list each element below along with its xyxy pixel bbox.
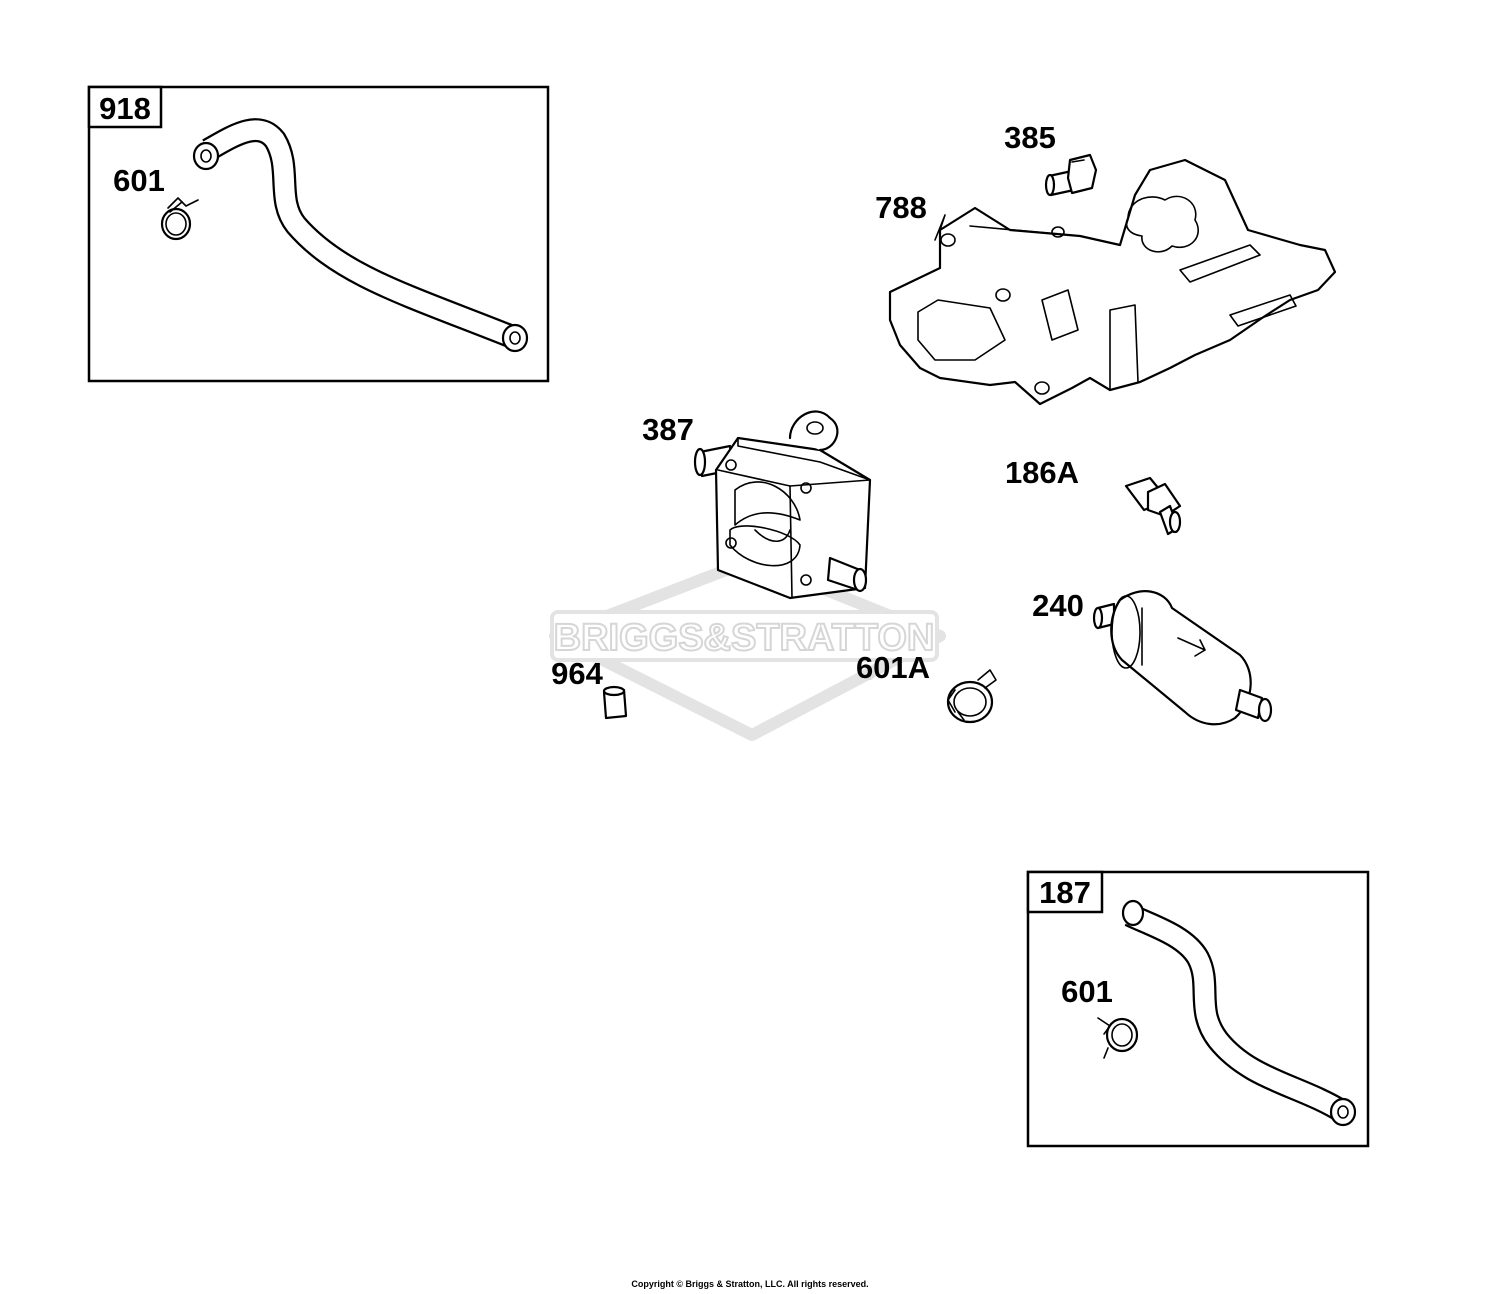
hose-clamp-601-187 [1097, 1017, 1139, 1059]
label-788: 788 [875, 190, 927, 225]
fitting-186A [1124, 476, 1182, 536]
fuel-filter-240 [1092, 590, 1273, 726]
label-601-box187: 601 [1061, 974, 1113, 1009]
watermark-text: BRIGGS&STRATTON [554, 617, 935, 659]
box-label-918: 918 [99, 91, 151, 126]
inset-box-918: 918 [87, 85, 550, 383]
inset-box-187: 187 [1026, 870, 1370, 1148]
fuel-hose-187 [1121, 899, 1357, 1127]
label-964: 964 [551, 656, 603, 691]
label-601A: 601A [856, 650, 930, 685]
hose-clamp-601A [946, 669, 997, 724]
sleeve-964 [602, 685, 628, 720]
label-387: 387 [642, 412, 694, 447]
briggs-stratton-watermark: BRIGGS&STRATTON ® [549, 554, 946, 741]
copyright-footer: Copyright © Briggs & Stratton, LLC. All … [631, 1279, 869, 1289]
fuel-hose-918 [192, 118, 529, 353]
watermark-registered-mark: ® [866, 672, 874, 683]
label-240: 240 [1032, 588, 1084, 623]
hose-clamp-601-918 [160, 197, 199, 241]
label-385: 385 [1004, 120, 1056, 155]
box-label-187: 187 [1039, 875, 1091, 910]
label-186A: 186A [1005, 455, 1079, 490]
fuel-pump-387 [693, 410, 872, 600]
bracket-788 [888, 158, 1337, 406]
label-601-box918: 601 [113, 163, 165, 198]
bolt-385 [1044, 153, 1098, 197]
